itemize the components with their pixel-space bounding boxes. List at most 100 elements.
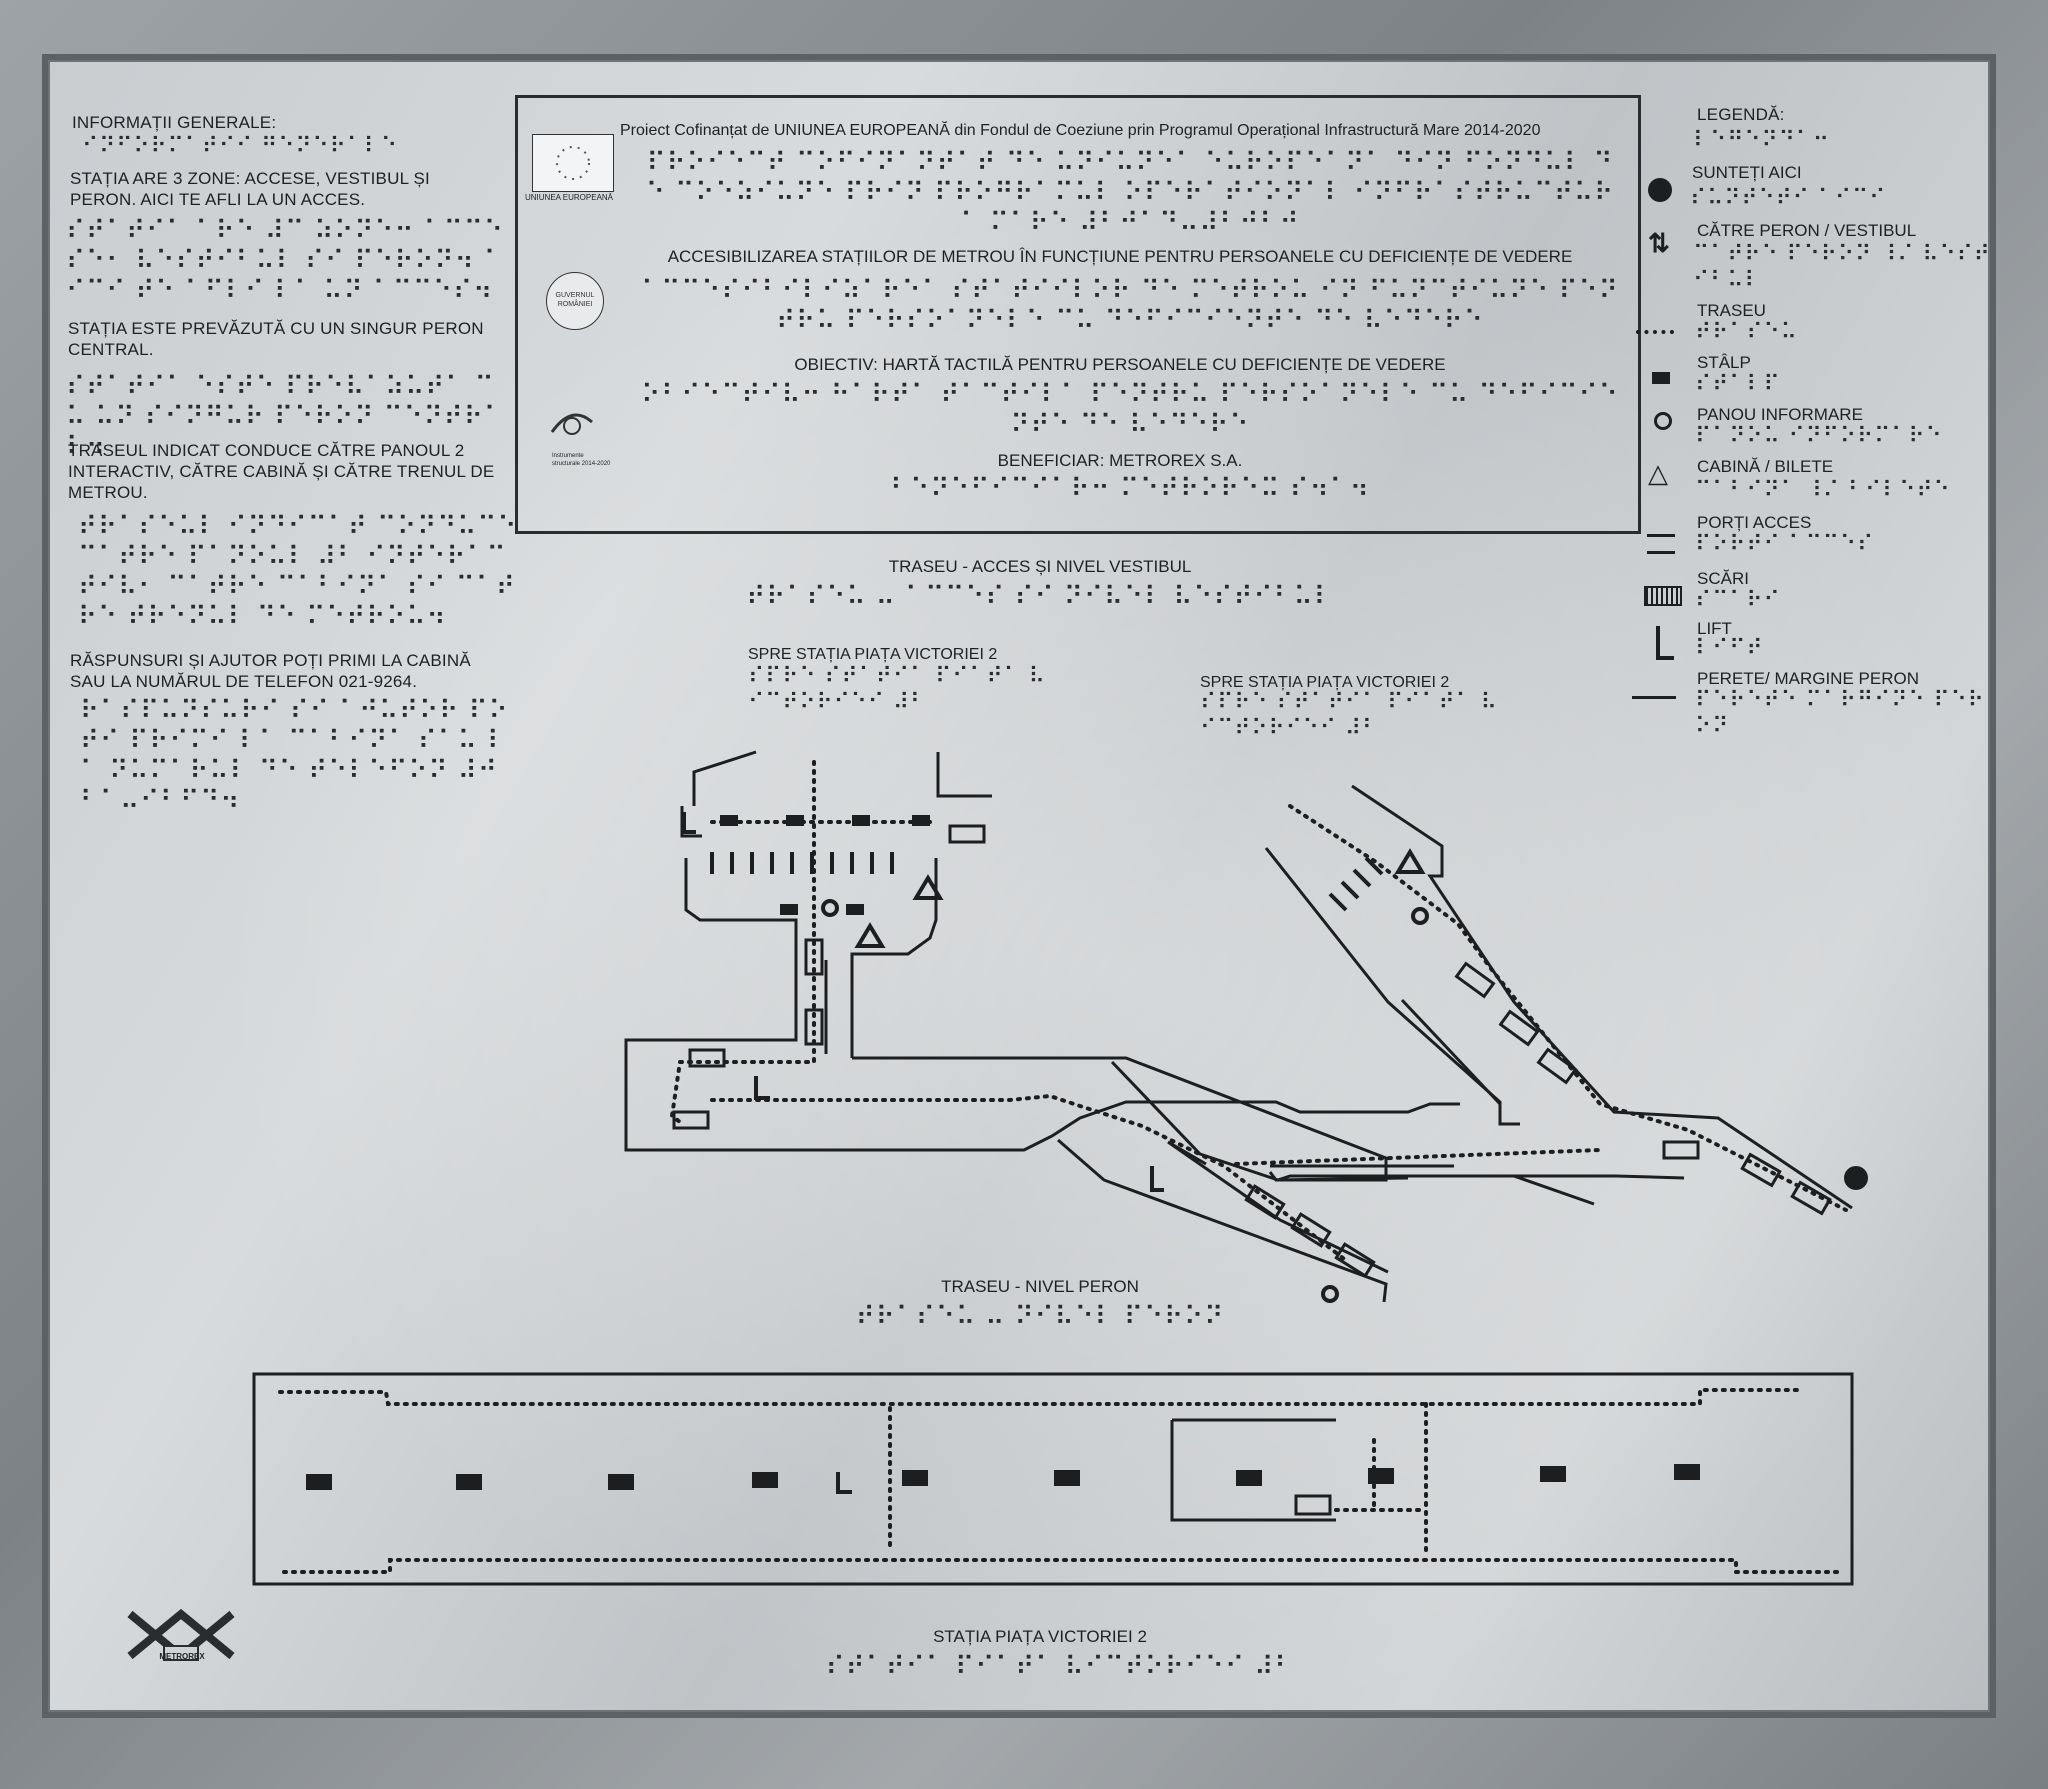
pillar <box>1674 1464 1700 1480</box>
pillar <box>608 1474 634 1490</box>
platform-level-braille: ⠞⠗⠁⠎⠑⠥ ⠤ ⠝⠊⠧⠑⠇ ⠏⠑⠗⠕⠝ <box>855 1302 1225 1332</box>
legend-label: SCĂRI <box>1697 569 1749 588</box>
project-title: Proiect Cofinanțat de UNIUNEA EUROPEANĂ … <box>620 122 1541 139</box>
info-panel-icon <box>1654 412 1672 430</box>
pillar <box>752 1472 778 1488</box>
lift <box>836 1472 852 1494</box>
corridor-wall <box>1268 1171 1409 1182</box>
general-p1: STAȚIA ARE 3 ZONE: ACCESE, VESTIBUL ȘI P… <box>70 169 430 209</box>
station-title-braille: ⠎⠞⠁⠞⠊⠁ ⠏⠊⠁⠞⠁ ⠧⠊⠉⠞⠕⠗⠊⠑⠊ ⠼⠃ <box>825 1652 1295 1682</box>
stairs <box>1294 1494 1332 1516</box>
access-level-braille: ⠞⠗⠁⠎⠑⠥ ⠤ ⠁⠉⠉⠑⠎ ⠎⠊ ⠝⠊⠧⠑⠇ ⠧⠑⠎⠞⠊⠃⠥⠇ <box>746 582 1334 612</box>
general-p3: TRASEUL INDICAT CONDUCE CĂTRE PANOUL 2 I… <box>68 441 495 502</box>
beneficiary-braille: ⠃⠑⠝⠑⠋⠊⠉⠊⠁⠗⠒ ⠍⠑⠞⠗⠕⠗⠑⠭ ⠎⠲⠁⠲ <box>890 474 1370 504</box>
platform-outline <box>252 1372 1854 1586</box>
legend-braille: ⠉⠁⠃⠊⠝⠁ ⠸⠌ ⠃⠊⠇⠑⠞⠑ <box>1695 478 1951 503</box>
general-heading: INFORMAȚII GENERALE: <box>72 113 277 132</box>
stairs <box>804 938 824 976</box>
station-title: STAȚIA PIAȚA VICTORIEI 2 <box>933 1627 1147 1646</box>
legend-label: TRASEU <box>1697 301 1766 320</box>
corridor-wall <box>1277 1174 1595 1206</box>
platform-level-title: TRASEU - NIVEL PERON <box>941 1277 1139 1296</box>
legend-braille: ⠎⠉⠁⠗⠊ <box>1695 588 1781 613</box>
general-p4: RĂSPUNSURI ȘI AJUTOR POȚI PRIMI LA CABIN… <box>70 651 471 691</box>
corridor-wall <box>1264 847 1520 1126</box>
corridor-wall <box>1351 784 1853 1210</box>
government-seal-logo: GUVERNUL ROMÂNIEI <box>546 272 604 330</box>
you-are-here-marker <box>1844 1166 1868 1190</box>
exit-label-left-braille: ⠎⠏⠗⠑ ⠎⠞⠁⠞⠊⠁ ⠏⠊⠁⠞⠁ ⠧⠊⠉⠞⠕⠗⠊⠑⠊ ⠼⠃ <box>748 664 1046 715</box>
vestibule-wall <box>852 1056 1388 1182</box>
ticket-booth <box>854 922 886 948</box>
vestibule-wall <box>850 858 938 1058</box>
stairs <box>1740 1152 1782 1188</box>
route-path <box>278 1388 1802 1406</box>
corridor-wall <box>1167 1140 1389 1274</box>
pillar <box>852 815 870 826</box>
stairs <box>948 824 986 844</box>
you-are-here-icon <box>1648 178 1672 202</box>
pillar <box>780 904 798 915</box>
direction-arrows-icon: ⇅ <box>1648 228 1670 258</box>
exit-label-right: SPRE STAȚIA PIAȚA VICTORIEI 2 <box>1200 674 1450 691</box>
accessibility-title: ACCESIBILIZAREA STAȚIILOR DE METROU ÎN F… <box>667 247 1573 266</box>
stairs <box>1498 1009 1540 1047</box>
legend-label: SUNTEȚI AICI <box>1692 163 1802 182</box>
legend-label: LIFT <box>1697 619 1732 638</box>
legend-label: CABINĂ / BILETE <box>1697 457 1834 476</box>
metrorex-logo-text: METROREX <box>159 1652 205 1661</box>
legend-label: CĂTRE PERON / VESTIBUL <box>1697 221 1917 240</box>
stairs <box>1536 1047 1578 1085</box>
objective-braille: ⠕⠃⠊⠑⠉⠞⠊⠧⠒ ⠓⠁⠗⠞⠁ ⠞⠁⠉⠞⠊⠇⠁ ⠏⠑⠝⠞⠗⠥ ⠏⠑⠗⠎⠕⠁⠝⠑⠇… <box>641 380 1619 440</box>
eu-label: UNIUNEA EUROPEANĂ <box>525 193 614 202</box>
legend-braille: ⠏⠁⠝⠕⠥ ⠊⠝⠋⠕⠗⠍⠁⠗⠑ <box>1695 424 1943 449</box>
stairs <box>1454 961 1496 999</box>
access-gates-icon <box>1647 534 1675 554</box>
government-seal-text: GUVERNUL ROMÂNIEI <box>555 292 595 308</box>
pillar <box>456 1474 482 1490</box>
wall-line-icon <box>1632 696 1676 699</box>
info-panel <box>821 899 839 917</box>
legend-label: PANOU INFORMARE <box>1697 405 1863 424</box>
legend-label: PORȚI ACCES <box>1697 513 1812 532</box>
legend-braille: ⠞⠗⠁⠎⠑⠥ <box>1695 320 1798 345</box>
route-dots-icon <box>1636 330 1674 334</box>
legend-braille: ⠎⠞⠁⠇⠏ <box>1695 372 1781 397</box>
vestibule-wall <box>624 858 1460 1152</box>
info-panel <box>1411 907 1429 925</box>
pillar <box>1236 1470 1262 1486</box>
exit-label-left: SPRE STAȚIA PIAȚA VICTORIEI 2 <box>748 646 998 663</box>
general-p2: STAȚIA ESTE PREVĂZUTĂ CU UN SINGUR PERON… <box>68 319 484 359</box>
legend-label: PERETE/ MARGINE PERON <box>1697 669 1919 688</box>
route-path <box>710 1093 1350 1264</box>
lift <box>1150 1166 1164 1192</box>
stairs <box>804 1008 824 1046</box>
stairs <box>1290 1212 1332 1248</box>
corridor-wall <box>1450 1174 1685 1180</box>
general-p3-braille: ⠞⠗⠁⠎⠑⠥⠇ ⠊⠝⠙⠊⠉⠁⠞ ⠉⠕⠝⠙⠥⠉⠑ ⠉⠁⠞⠗⠑ ⠏⠁⠝⠕⠥⠇ ⠼⠃ … <box>78 512 518 632</box>
legend-label: STÂLP <box>1697 353 1751 372</box>
access-gate <box>1364 856 1384 876</box>
legend-braille: ⠏⠑⠗⠑⠞⠑ ⠍⠁⠗⠛⠊⠝⠑ ⠏⠑⠗⠕⠝ <box>1695 688 1985 739</box>
tactile-map-plate <box>48 60 1990 1712</box>
corridor-wall <box>1057 1138 1388 1303</box>
legend-braille: ⠉⠁⠞⠗⠑ ⠏⠑⠗⠕⠝ ⠸⠌ ⠧⠑⠎⠞⠊⠃⠥⠇ <box>1693 242 1991 293</box>
stairs <box>688 1048 726 1068</box>
metrorex-logo: METROREX <box>126 1606 236 1668</box>
stairs <box>672 1110 710 1130</box>
beneficiary-title: BENEFICIAR: METROREX S.A. <box>997 451 1243 470</box>
stairs <box>1790 1180 1832 1216</box>
lift-icon <box>1656 626 1674 660</box>
pillar-icon <box>1652 372 1670 384</box>
lift <box>682 812 696 834</box>
legend-braille: ⠇⠊⠋⠞ <box>1695 636 1764 661</box>
general-p1-braille: ⠎⠞⠁⠞⠊⠁ ⠁⠗⠑ ⠼⠉ ⠵⠕⠝⠑⠒ ⠁⠉⠉⠑⠎⠑⠂ ⠧⠑⠎⠞⠊⠃⠥⠇ ⠎⠊ … <box>66 216 504 306</box>
pillar <box>306 1474 332 1490</box>
access-gate <box>1352 868 1372 888</box>
ticket-booth-icon: △ <box>1648 458 1668 488</box>
pillar <box>720 815 738 826</box>
legend-braille: ⠏⠕⠗⠞⠊ ⠁⠉⠉⠑⠎ <box>1695 532 1875 557</box>
info-panel <box>1321 1285 1339 1303</box>
eu-flag-logo <box>532 134 614 192</box>
